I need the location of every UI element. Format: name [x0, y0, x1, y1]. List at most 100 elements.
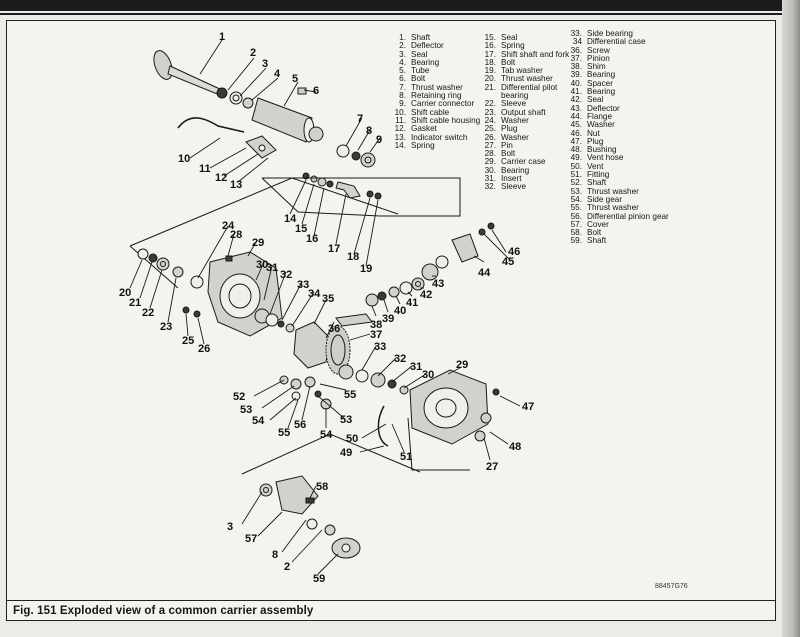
legend-item-label: Insert — [501, 174, 522, 184]
legend-item-number: 48. — [570, 145, 582, 155]
legend-item-label: Washer — [587, 120, 615, 130]
callout-33b: 33 — [374, 341, 386, 353]
legend-item-label: Bearing — [411, 57, 440, 67]
legend-item-number: 27. — [484, 140, 496, 150]
legend-item-number: 40. — [570, 78, 582, 88]
legend-item-number: 36. — [570, 45, 582, 55]
legend-item: 58.Bolt — [566, 228, 669, 238]
callout-32: 32 — [280, 269, 292, 281]
callout-53: 53 — [240, 404, 252, 416]
legend-item-number: 52. — [570, 178, 582, 188]
callout-43: 43 — [432, 278, 444, 290]
callout-47: 47 — [522, 401, 534, 413]
legend-item-label: Spacer — [587, 78, 613, 88]
legend-item-label: Plug — [501, 124, 518, 134]
legend-item: 19.Tab washer — [480, 66, 569, 75]
callout-2: 2 — [250, 47, 256, 59]
legend-item-label: Thrust washer — [411, 82, 463, 92]
callout-5: 5 — [292, 73, 298, 85]
callout-21: 21 — [129, 297, 141, 309]
callout-3b: 3 — [227, 521, 233, 533]
exploded-diagram: 1 2 3 4 5 6 7 8 9 10 11 12 13 14 15 16 1… — [119, 31, 534, 585]
callout-8b: 8 — [272, 549, 278, 561]
callout-30b: 30 — [422, 369, 434, 381]
legend-item-number: 5. — [399, 66, 406, 76]
legend-item-label: Screw — [587, 45, 610, 55]
callout-24: 24 — [222, 220, 235, 232]
callout-59: 59 — [313, 573, 325, 585]
legend-item: 42.Seal — [566, 96, 669, 105]
legend-item-label: Tube — [411, 66, 430, 76]
callout-16: 16 — [306, 233, 318, 245]
callout-55b: 55 — [344, 389, 356, 401]
legend-item: 33. Side bearing — [566, 29, 669, 38]
legend-item-number: 47. — [570, 136, 582, 146]
legend-item-number: 13. — [394, 132, 406, 142]
legend-item: 51.Fitting — [566, 170, 669, 179]
legend-item-number: 9. — [399, 99, 406, 109]
legend-item: 27.Pin — [480, 140, 569, 150]
callout-33: 33 — [297, 279, 309, 291]
legend-item-number: 31. — [484, 174, 496, 184]
callout-42: 42 — [420, 289, 432, 301]
legend-item-label: Bearing — [587, 70, 616, 80]
legend-item-number: 58. — [570, 228, 582, 238]
legend-item: 59.Shaft — [566, 236, 669, 246]
legend-item-label: Differential case — [587, 37, 646, 47]
legend-item-label: Bolt — [501, 57, 516, 67]
legend-item-number: 20. — [484, 74, 496, 84]
legend-item: 41.Bearing — [566, 87, 669, 96]
legend-item: 13.Indicator switch — [390, 132, 480, 142]
legend-item: 36. Screw — [566, 45, 669, 55]
callout-54b: 54 — [320, 429, 333, 441]
callout-45: 45 — [502, 256, 514, 268]
legend-item-label: Carrier case — [501, 157, 546, 167]
legend-item-number: 26. — [484, 132, 496, 142]
legend-item-label: Shaft — [587, 236, 607, 246]
legend-item-label: Bearing — [501, 165, 530, 175]
legend-item-number: 39. — [570, 70, 582, 80]
legend-item: bearing — [480, 91, 569, 100]
callout-3: 3 — [262, 58, 268, 70]
legend-item-number: 18. — [484, 57, 496, 67]
callout-23: 23 — [160, 321, 172, 333]
legend-item-label: Side bearing — [587, 29, 633, 38]
legend-item-label: Spring — [501, 41, 525, 51]
legend-item: 53.Thrust washer — [566, 186, 669, 196]
legend-item-number: 45. — [570, 120, 582, 130]
legend-item: 52.Shaft — [566, 178, 669, 188]
legend-item-number: 7. — [399, 82, 406, 92]
callout-40: 40 — [394, 305, 406, 317]
legend-item: 16.Spring — [480, 41, 569, 51]
legend-item-label: Seal — [501, 33, 518, 42]
legend-item-label: Thrust washer — [587, 186, 639, 196]
callout-18: 18 — [347, 251, 359, 263]
legend-item-number: 33. — [570, 29, 582, 38]
legend-item-label: Vent — [587, 161, 604, 171]
legend-item-label: Carrier connector — [411, 99, 475, 109]
legend-item-label: Pinion — [587, 53, 610, 63]
page-header-bar — [0, 0, 800, 11]
legend-item: 25.Plug — [480, 124, 569, 134]
callout-13: 13 — [230, 179, 242, 191]
legend-item-label: Differential pinion gear — [587, 211, 669, 221]
legend-item-label: Gasket — [411, 124, 437, 134]
legend-item: 18. Bolt — [480, 57, 569, 67]
legend-item-label: Plug — [587, 136, 604, 146]
legend-item: 14.Spring — [390, 141, 480, 150]
legend-item-number: 1. — [399, 33, 406, 42]
callout-48: 48 — [509, 441, 521, 453]
legend-item: 48.Bushing — [566, 145, 669, 155]
legend-item: 3.Seal — [390, 50, 480, 59]
legend-item-number: 54. — [570, 194, 582, 204]
callout-52: 52 — [233, 391, 245, 403]
legend-item: 30.Bearing — [480, 165, 569, 175]
legend-item: 28.Bolt — [480, 149, 569, 159]
legend-item-label: Bolt — [501, 149, 516, 159]
page-edge-shadow — [782, 0, 800, 637]
callout-1: 1 — [219, 31, 225, 43]
callout-53b: 53 — [340, 414, 352, 426]
